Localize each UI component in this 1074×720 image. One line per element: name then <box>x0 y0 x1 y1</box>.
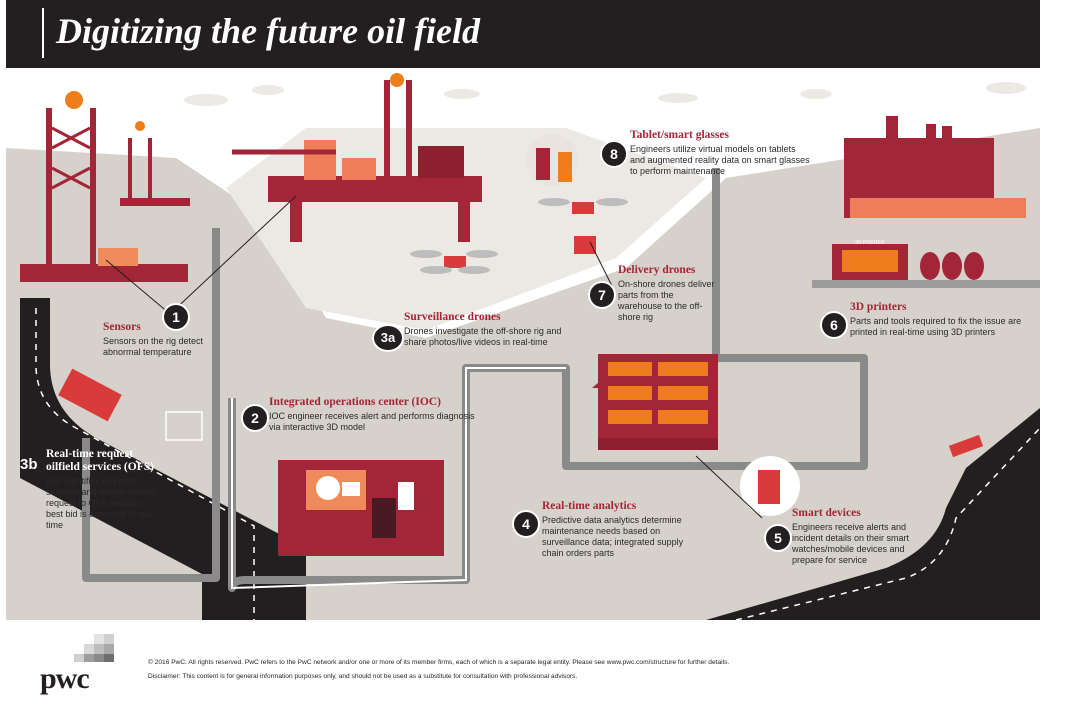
step-badge-5: 5 <box>764 524 792 552</box>
step-smart-devices: Smart devices Engineers receive alerts a… <box>792 507 922 566</box>
step-body: Parts and tools required to fix the issu… <box>850 316 1022 337</box>
disclaimer-text: Disclaimer: This content is for general … <box>148 673 578 680</box>
step-heading: Surveillance drones <box>404 311 501 323</box>
step-badge-6: 6 <box>820 311 848 339</box>
step-badge-4: 4 <box>512 510 540 538</box>
step-body: Predictive data analytics determine main… <box>542 515 684 558</box>
step-heading: Tablet/smart glasses <box>630 129 729 141</box>
step-badge-3a: 3a <box>372 324 404 352</box>
step-surveillance-drones: Surveillance drones Drones investigate t… <box>404 311 584 348</box>
step-analytics: Real-time analytics Predictive data anal… <box>542 500 702 559</box>
step-badge-7: 7 <box>588 281 616 309</box>
step-badge-3b: 3b <box>20 456 38 473</box>
step-heading: Delivery drones <box>618 264 696 276</box>
step-ioc: Integrated operations center (IOC) IOC e… <box>269 396 479 433</box>
step-heading: Real-time request oilfield services (OFS… <box>46 448 154 473</box>
step-body: On-shore drones deliver parts from the w… <box>618 279 715 322</box>
step-body: Drones investigate the off-shore rig and… <box>404 326 562 347</box>
step-ofs: Real-time request oilfield services (OFS… <box>46 448 156 531</box>
copyright-text: © 2016 PwC. All rights reserved. PwC ref… <box>148 659 730 666</box>
step-heading: Integrated operations center (IOC) <box>269 396 441 408</box>
step-badge-8: 8 <box>600 140 628 168</box>
step-heading: Real-time analytics <box>542 500 637 512</box>
pwc-logo-mark <box>74 634 114 662</box>
step-body: Engineers utilize virtual models on tabl… <box>630 144 810 176</box>
step-heading: Smart devices <box>792 507 861 519</box>
step-3d-printers: 3D printers Parts and tools required to … <box>850 301 1030 338</box>
pwc-logo-text: pwc <box>40 662 90 695</box>
step-sensors: Sensors Sensors on the rig detect abnorm… <box>103 321 223 358</box>
step-body: Sensors on the rig detect abnormal tempe… <box>103 336 204 357</box>
title-rule <box>42 8 44 58</box>
step-delivery-drones: Delivery drones On-shore drones deliver … <box>618 264 718 323</box>
step-badge-2: 2 <box>241 404 269 432</box>
step-tablet-glasses: Tablet/smart glasses Engineers utilize v… <box>630 129 810 177</box>
header-bar <box>6 0 1040 68</box>
step-heading: Sensors <box>103 321 141 333</box>
footer <box>0 620 1074 720</box>
page-title: Digitizing the future oil field <box>56 11 481 51</box>
printer-sign: 3D PRINTER <box>855 240 885 246</box>
step-body: IOC engineer receives alert and performs… <box>269 411 475 432</box>
step-body: Engineers receive alerts and incident de… <box>792 522 910 565</box>
step-heading: 3D printers <box>850 301 907 313</box>
step-badge-1: 1 <box>162 303 190 331</box>
step-body: IOC identifies required services and iss… <box>46 476 156 530</box>
oil-field-illustration: 3D PRINTER <box>6 68 1040 620</box>
